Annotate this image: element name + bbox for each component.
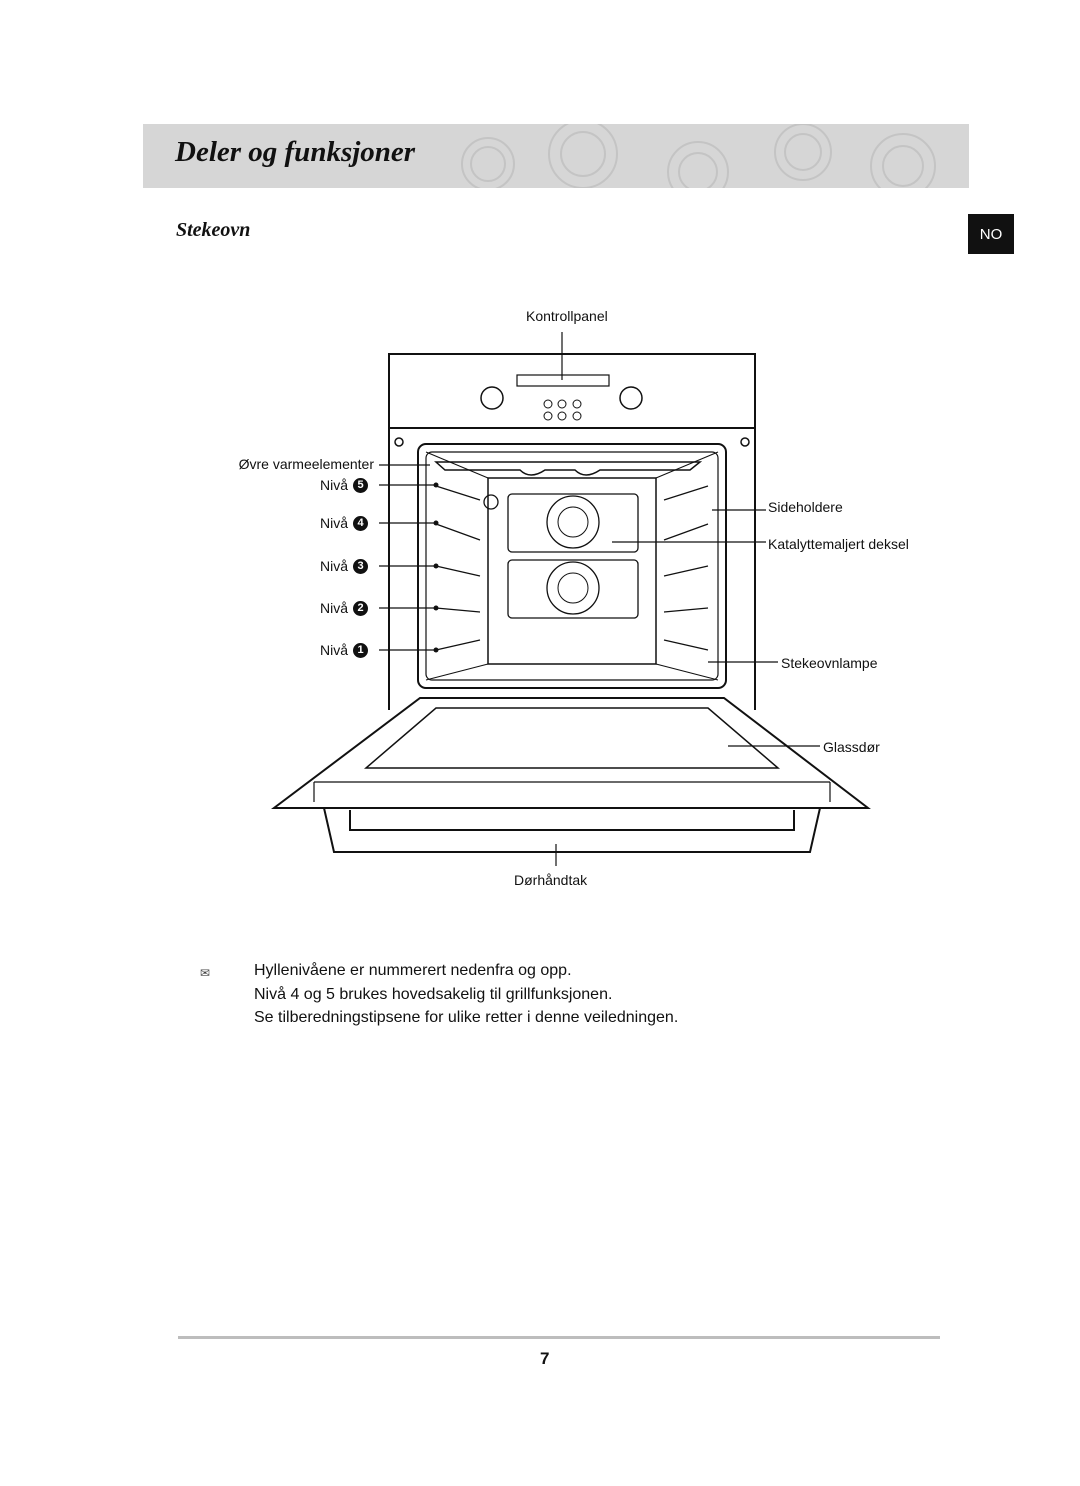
note-line: Hyllenivåene er nummerert nedenfra og op… bbox=[254, 962, 572, 979]
footer-rule bbox=[178, 1336, 940, 1339]
level-label: Nivå bbox=[320, 515, 349, 531]
label-control-panel: Kontrollpanel bbox=[526, 308, 608, 324]
label-catalytic-cover: Katalyttemaljert deksel bbox=[768, 536, 909, 552]
level-label: Nivå bbox=[320, 642, 349, 658]
note-icon: ✉ bbox=[200, 966, 211, 980]
shelf-level-5: Nivå 5 bbox=[320, 477, 369, 493]
note-line: Nivå 4 og 5 brukes hovedsakelig til gril… bbox=[254, 986, 613, 1003]
label-door-handle: Dørhåndtak bbox=[514, 872, 588, 888]
label-glass-door: Glassdør bbox=[823, 739, 880, 755]
page-title: Deler og funksjoner bbox=[175, 136, 416, 168]
section-title: Stekeovn bbox=[176, 219, 251, 241]
tomato-decoration bbox=[461, 124, 936, 188]
level-number: 4 bbox=[353, 515, 369, 531]
label-oven-lamp: Stekeovnlampe bbox=[781, 655, 878, 671]
level-number: 5 bbox=[353, 477, 369, 493]
level-label: Nivå bbox=[320, 558, 349, 574]
level-label: Nivå bbox=[320, 600, 349, 616]
shelf-level-3: Nivå 3 bbox=[320, 558, 369, 574]
header-band: Deler og funksjoner bbox=[143, 124, 969, 188]
note-line: Se tilberedningstipsene for ulike retter… bbox=[254, 1009, 679, 1026]
level-number: 3 bbox=[353, 558, 369, 574]
level-number: 2 bbox=[353, 600, 369, 616]
page-number: 7 bbox=[540, 1349, 550, 1368]
shelf-level-1: Nivå 1 bbox=[320, 642, 369, 658]
label-side-rails: Sideholdere bbox=[768, 499, 843, 515]
oven-diagram bbox=[271, 332, 871, 866]
level-label: Nivå bbox=[320, 477, 349, 493]
shelf-level-4: Nivå 4 bbox=[320, 515, 369, 531]
label-upper-heating: Øvre varmeelementer bbox=[238, 456, 374, 472]
shelf-level-2: Nivå 2 bbox=[320, 600, 369, 616]
language-badge: NO bbox=[968, 214, 1014, 254]
level-number: 1 bbox=[353, 642, 369, 658]
